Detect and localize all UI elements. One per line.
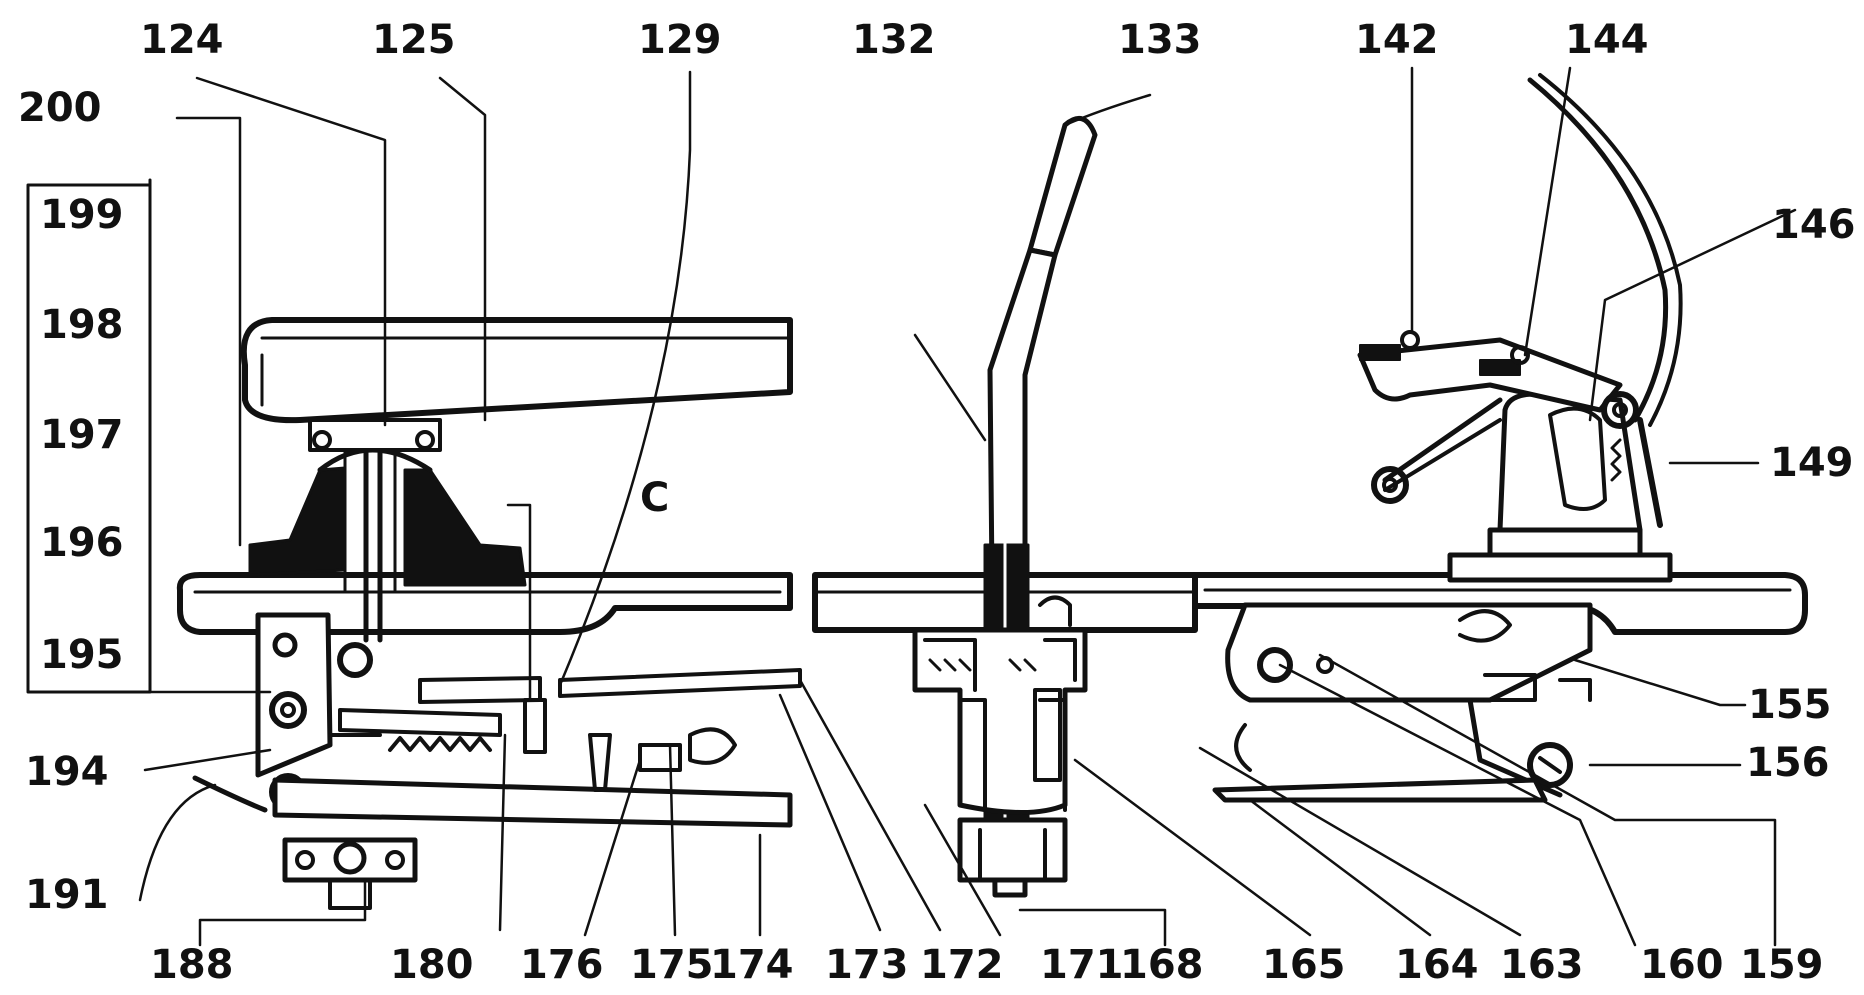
label-200: 200 <box>18 85 102 131</box>
label-168: 168 <box>1120 942 1204 988</box>
label-142: 142 <box>1355 17 1439 63</box>
label-180: 180 <box>390 942 474 988</box>
label-133: 133 <box>1118 17 1202 63</box>
label-149: 149 <box>1770 440 1854 486</box>
label-164: 164 <box>1395 942 1479 988</box>
right-foot <box>1212 777 1548 803</box>
left-top-arm <box>240 317 793 424</box>
label-195: 195 <box>40 632 124 678</box>
label-198: 198 <box>40 302 124 348</box>
label-171: 171 <box>1040 942 1124 988</box>
label-163: 163 <box>1500 942 1584 988</box>
label-160: 160 <box>1640 942 1724 988</box>
label-199: 199 <box>40 192 124 238</box>
label-188: 188 <box>150 942 234 988</box>
label-175: 175 <box>630 942 714 988</box>
label-196: 196 <box>40 520 124 566</box>
left-clamp <box>282 837 418 883</box>
label-124: 124 <box>140 17 224 63</box>
right-block <box>1447 552 1673 583</box>
mid-lever <box>1027 115 1098 258</box>
left-base-bar <box>176 572 793 635</box>
label-132: 132 <box>852 17 936 63</box>
label-194: 194 <box>25 749 109 795</box>
label-197: 197 <box>40 412 124 458</box>
left-housing <box>248 466 347 577</box>
label-156: 156 <box>1746 740 1830 786</box>
label-176: 176 <box>520 942 604 988</box>
label-174: 174 <box>710 942 794 988</box>
left-lower-lever <box>272 777 793 828</box>
left-box <box>26 178 152 694</box>
label-191: 191 <box>25 872 109 918</box>
letter-c-label: C <box>640 475 670 521</box>
label-129: 129 <box>638 17 722 63</box>
label-159: 159 <box>1740 942 1824 988</box>
label-173: 173 <box>825 942 909 988</box>
label-125: 125 <box>372 17 456 63</box>
label-172: 172 <box>920 942 1004 988</box>
label-146: 146 <box>1772 202 1856 248</box>
label-144: 144 <box>1565 17 1649 63</box>
label-155: 155 <box>1748 682 1832 728</box>
label-165: 165 <box>1262 942 1346 988</box>
